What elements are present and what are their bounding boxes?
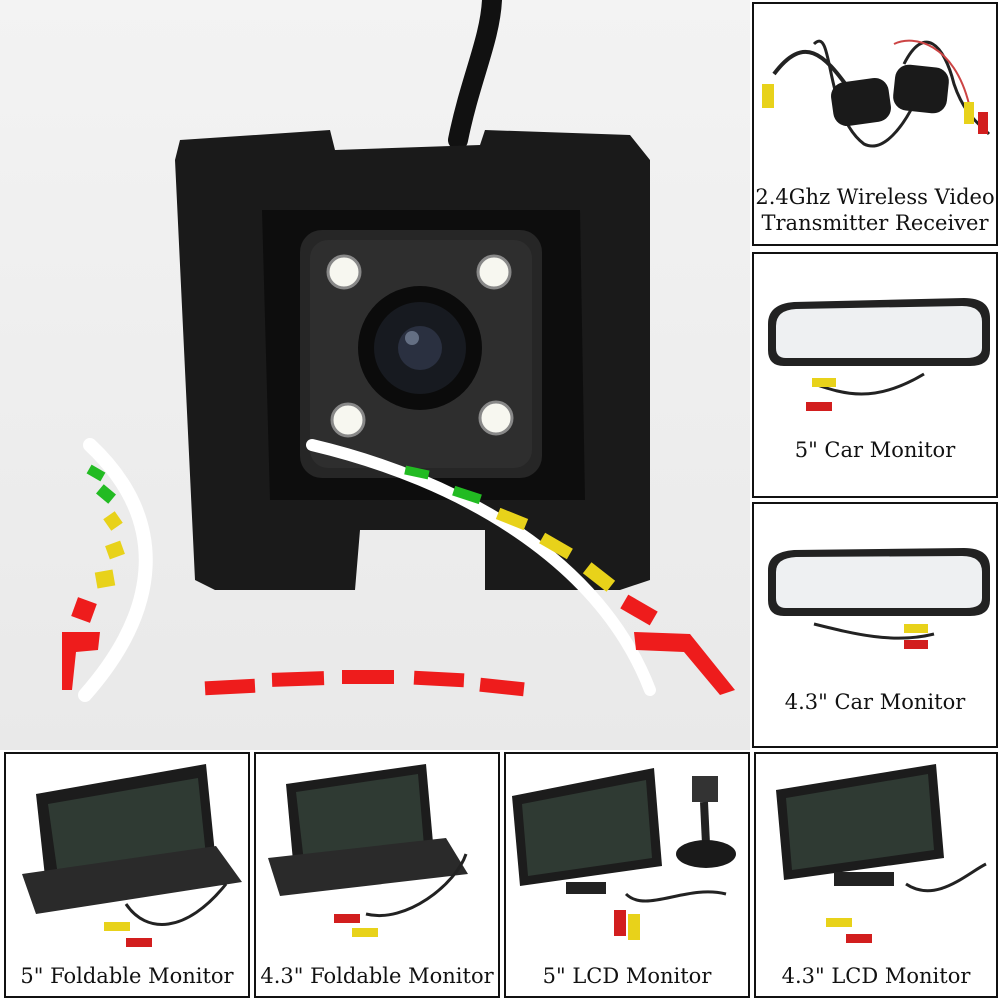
caption-5-foldable-monitor: 5" Foldable Monitor (20, 964, 234, 988)
guide-mark-red-corner-left (62, 632, 100, 690)
caption-wireless-line1: 2.4Ghz Wireless Video (755, 185, 995, 209)
camera-lens-inner (398, 326, 442, 370)
monitor-stand (566, 882, 606, 894)
yellow-rca-plug (812, 378, 836, 387)
led-top-left (326, 254, 362, 290)
caption-5-car-monitor: 5" Car Monitor (794, 438, 956, 462)
suction-cup (676, 840, 736, 868)
monitor-stand (834, 872, 894, 886)
red-rca-plug (614, 910, 626, 936)
main-camera-photo (0, 0, 750, 750)
led-bottom-left (330, 402, 366, 438)
guide-mark-red-5 (342, 670, 394, 684)
panel-5-lcd-monitor: 5" LCD Monitor (504, 752, 750, 998)
guide-mark-yellow-5 (539, 532, 573, 560)
right-white-guideline (306, 439, 656, 696)
guide-mark-red-7 (479, 677, 525, 697)
guide-mark-green-1 (86, 464, 106, 482)
guide-mark-yellow-1 (103, 511, 123, 531)
monitor-screen (48, 778, 206, 876)
panel-5-foldable-monitor: 5" Foldable Monitor (4, 752, 250, 998)
panel-43-car-monitor: 4.3" Car Monitor (752, 502, 998, 748)
yellow-rca-plug (904, 624, 928, 633)
caption-43-foldable-monitor: 4.3" Foldable Monitor (260, 964, 494, 988)
caption-5-lcd-monitor: 5" LCD Monitor (542, 964, 712, 988)
yellow-rca-plug (628, 914, 640, 940)
yellow-rca-plug (352, 928, 378, 937)
wireless-kit-illustration (762, 39, 991, 148)
mirror-monitor-5-illustration (768, 298, 990, 411)
caption-43-car-monitor: 4.3" Car Monitor (784, 690, 966, 714)
red-rca-plug (126, 938, 152, 947)
lcd-monitor-43-illustration (776, 764, 987, 943)
panel-43-lcd-monitor: 4.3" LCD Monitor (754, 752, 998, 998)
left-parking-guide (62, 464, 125, 690)
yellow-rca-plug (104, 922, 130, 931)
caption-wireless: 2.4Ghz Wireless Video Transmitter Receiv… (754, 184, 996, 236)
guide-mark-yellow-3 (94, 569, 116, 589)
guide-mark-green-2 (96, 484, 116, 504)
left-white-guideline (78, 438, 153, 702)
mirror-screen (776, 556, 982, 608)
guide-mark-yellow-6 (582, 562, 616, 592)
monitor-screen (296, 774, 424, 862)
camera-illustration (62, 0, 735, 702)
receiver-unit (893, 64, 949, 114)
yellow-rca-plug (826, 918, 852, 927)
mirror-monitor-43-illustration (768, 548, 990, 649)
red-rca-plug (978, 112, 988, 134)
panel-43-foldable-monitor: 4.3" Foldable Monitor (254, 752, 500, 998)
guide-mark-yellow-2 (105, 540, 125, 560)
suction-bracket (692, 776, 718, 802)
red-rca-plug (334, 914, 360, 923)
red-rca-plug (806, 402, 832, 411)
caption-43-lcd-monitor: 4.3" LCD Monitor (781, 964, 971, 988)
monitor-screen (786, 774, 934, 870)
guide-mark-yellow-4 (495, 507, 529, 531)
camera-cable (448, 0, 502, 150)
guide-mark-green-3 (404, 465, 430, 480)
guide-mark-red-corner-right (634, 632, 735, 695)
guide-mark-red-1 (71, 597, 97, 623)
led-top-right (476, 254, 512, 290)
lens-glare (405, 331, 419, 345)
foldable-base (22, 846, 242, 914)
foldable-monitor-43-illustration (268, 764, 468, 937)
guide-mark-red-6 (413, 670, 465, 688)
yellow-rca-plug (762, 84, 774, 108)
red-rca-plug (846, 934, 872, 943)
panel-wireless-transmitter: 2.4Ghz Wireless Video Transmitter Receiv… (752, 2, 998, 246)
transmitter-unit (831, 77, 891, 127)
guide-mark-red-2 (620, 594, 658, 626)
monitor-screen (522, 780, 652, 876)
mirror-screen (776, 306, 982, 358)
bottom-parking-line (204, 670, 525, 697)
yellow-rca-plug-right (964, 102, 974, 124)
guide-mark-green-4 (452, 485, 482, 505)
caption-wireless-line2: Transmitter Receiver (761, 211, 989, 235)
foldable-base (268, 838, 468, 896)
foldable-monitor-5-illustration (22, 764, 242, 947)
led-bottom-right (478, 400, 514, 436)
panel-5-car-monitor: 5" Car Monitor (752, 252, 998, 498)
guide-mark-red-3 (204, 678, 256, 696)
guide-mark-red-4 (271, 671, 325, 687)
right-parking-guide (404, 465, 735, 695)
red-rca-plug (904, 640, 928, 649)
lcd-monitor-5-illustration (512, 768, 736, 940)
